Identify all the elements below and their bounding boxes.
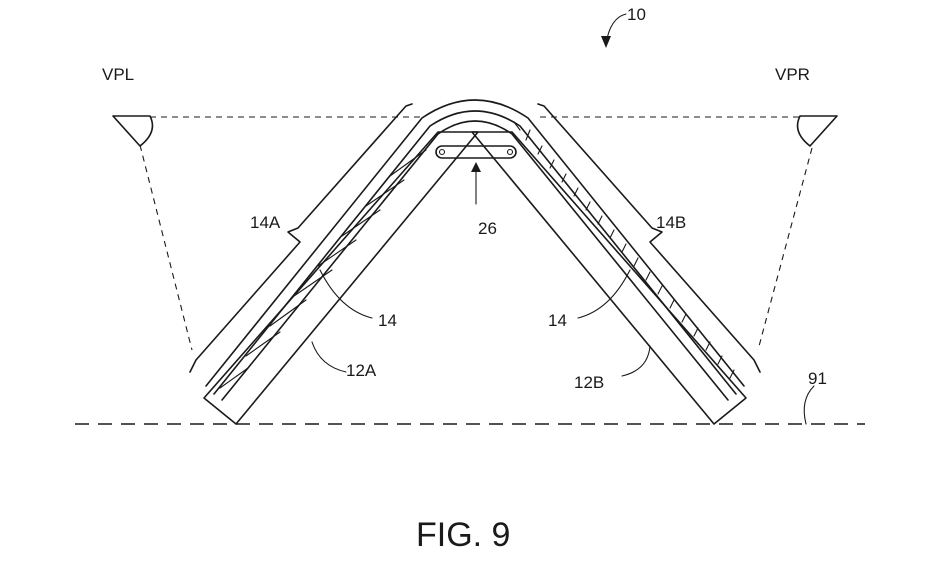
label-10: 10 [627, 5, 646, 24]
leader-14-left [319, 269, 373, 319]
leader-12b [621, 345, 651, 377]
label-26: 26 [478, 219, 497, 238]
brace-14a [189, 103, 413, 373]
label-14-left: 14 [378, 311, 397, 330]
eye-icon-left [112, 115, 154, 147]
housing-12b [471, 131, 747, 425]
label-14-right: 14 [548, 311, 567, 330]
leader-14-right [577, 269, 631, 319]
leader-12a [311, 341, 347, 373]
label-14a: 14A [250, 213, 281, 232]
label-14b: 14B [656, 213, 686, 232]
label-12a: 12A [346, 361, 377, 380]
label-vpr: VPR [775, 65, 810, 84]
figure-caption: FIG. 9 [416, 516, 510, 554]
eye-icon-right [796, 115, 838, 147]
flexible-display-14 [205, 99, 745, 401]
arrow-10 [601, 36, 611, 48]
housing-12a [203, 131, 479, 425]
leader-91 [803, 385, 815, 425]
label-12b: 12B [574, 373, 604, 392]
brace-14b [537, 103, 761, 373]
arrow-26 [471, 162, 481, 172]
sight-line-right [757, 147, 813, 351]
label-91: 91 [808, 369, 827, 388]
label-vpl: VPL [102, 65, 134, 84]
hinge-26 [435, 145, 517, 159]
sight-line-left [139, 144, 193, 351]
